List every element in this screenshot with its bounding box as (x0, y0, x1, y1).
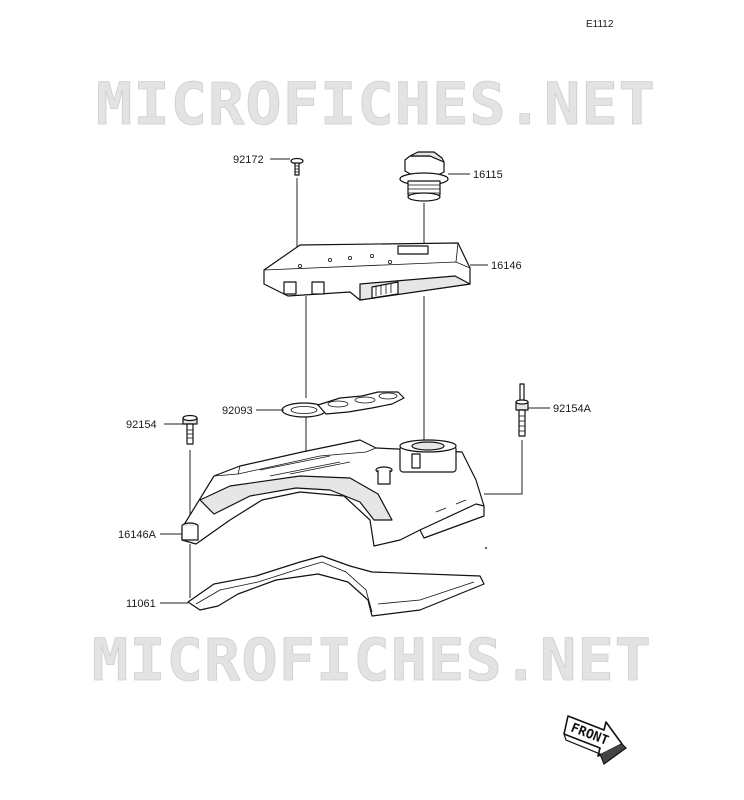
dash-line-92154A (484, 440, 523, 495)
watermark-top: MICROFICHES.NET (96, 70, 656, 138)
cover-16146-drawing (263, 242, 471, 301)
part-label-92154A: 92154A (553, 403, 592, 415)
watermark-bottom: MICROFICHES.NET (92, 626, 652, 694)
gasket-92093-drawing (281, 391, 405, 418)
screw-92172-drawing (290, 157, 304, 176)
stud-bolt-92154A-drawing (515, 383, 529, 437)
bolt-92154-drawing (182, 414, 198, 445)
part-label-92172: 92172 (233, 154, 264, 166)
part-label-16146A: 16146A (118, 529, 157, 541)
part-label-16146: 16146 (491, 260, 522, 272)
gasket-11061-drawing (187, 555, 485, 617)
part-label-16115: 16115 (473, 169, 503, 181)
part-label-92154: 92154 (126, 419, 157, 431)
cover-16146A-drawing (181, 439, 485, 547)
front-arrow-icon (563, 715, 627, 765)
marker-dot (485, 547, 487, 549)
part-label-92093: 92093 (222, 405, 253, 417)
filler-cap-16115-drawing (399, 151, 449, 202)
diagram-reference-code: E1112 (586, 19, 614, 30)
part-label-11061: 11061 (126, 598, 156, 610)
